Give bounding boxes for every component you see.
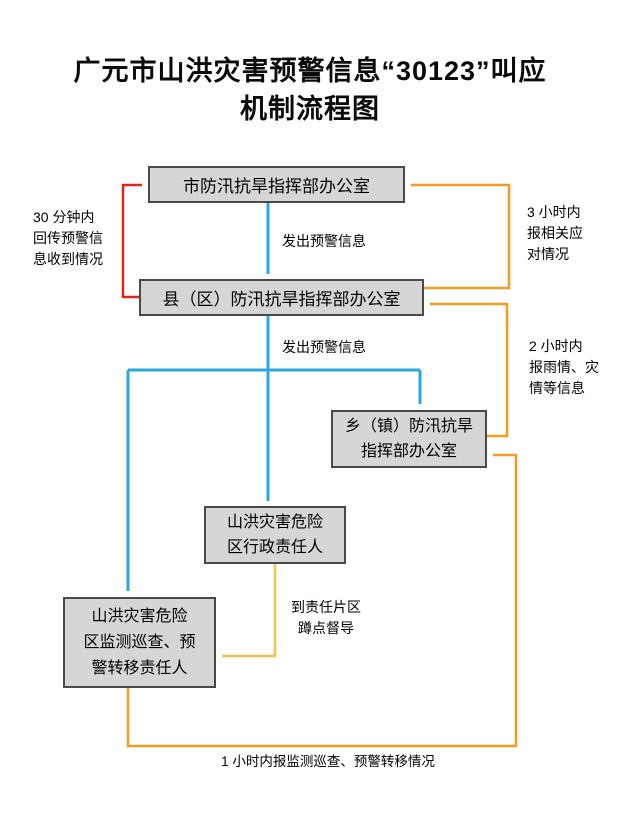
label-onsite-supervision: 到责任片区 蹲点督导 bbox=[291, 599, 361, 636]
node-danger-zone-admin-responsible: 山洪灾害危险 区行政责任人 bbox=[204, 506, 346, 564]
node-county-flood-office: 县（区）防汛抗旱指挥部办公室 bbox=[139, 279, 424, 316]
label-issue-warning-2: 发出预警信息 bbox=[282, 339, 366, 355]
arrow-feedback-30min bbox=[121, 183, 142, 299]
page-title: 广元市山洪灾害预警信息“30123”叫应 机制流程图 bbox=[0, 52, 620, 128]
arrow-report-3h-county-to-city bbox=[411, 183, 511, 290]
label-feedback-30min: 30 分钟内 回传预警信 息收到情况 bbox=[33, 209, 103, 267]
node-town-flood-office: 乡（镇）防汛抗旱 指挥部办公室 bbox=[331, 410, 487, 468]
arrow-report-2h-town-to-county bbox=[430, 302, 509, 438]
node-city-flood-office: 市防汛抗旱指挥部办公室 bbox=[148, 166, 405, 203]
label-issue-warning-1: 发出预警信息 bbox=[282, 233, 366, 249]
label-report-3h: 3 小时内 报相关应 对情况 bbox=[527, 204, 583, 262]
arrow-report-1h-monitor-to-town bbox=[126, 453, 518, 748]
label-report-1h: 1 小时内报监测巡查、预警转移情况 bbox=[221, 754, 435, 769]
node-danger-zone-monitor-responsible: 山洪灾害危险 区监测巡查、预 警转移责任人 bbox=[63, 597, 216, 688]
page-title-line1: 广元市山洪灾害预警信息“30123”叫应 bbox=[73, 56, 547, 86]
arrow-onsite-supervision bbox=[222, 564, 277, 658]
label-report-2h: 2 小时内 报雨情、灾 情等信息 bbox=[529, 338, 599, 396]
page-title-line2: 机制流程图 bbox=[240, 94, 380, 124]
